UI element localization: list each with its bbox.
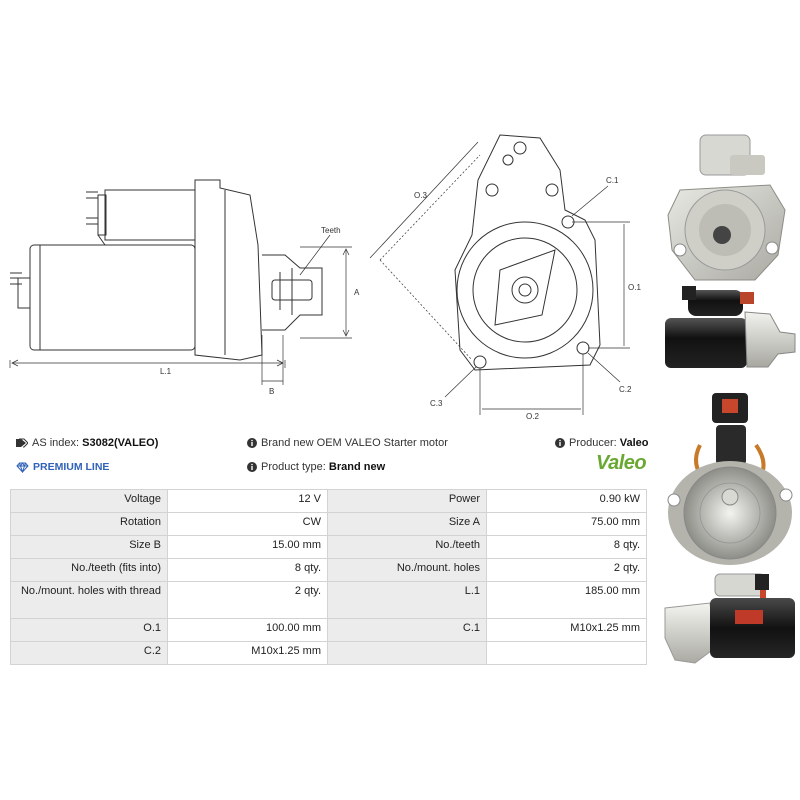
label-c3: C.3 — [430, 399, 443, 408]
premium-line-label: PREMIUM LINE — [33, 461, 110, 473]
info-icon — [555, 438, 565, 449]
premium-line: PREMIUM LINE — [16, 461, 109, 473]
label-o3: O.3 — [414, 191, 427, 200]
table-row: No./teeth (fits into)8 qty.No./mount. ho… — [10, 558, 647, 582]
description: Brand new OEM VALEO Starter motor — [247, 437, 448, 449]
spec-label: C.2 — [10, 641, 168, 665]
spec-label: Size B — [10, 535, 168, 559]
product-type-label: Product type: — [261, 461, 326, 473]
spec-label: No./mount. holes with thread — [10, 581, 168, 619]
producer-label: Producer: — [569, 437, 617, 449]
spec-value: 100.00 mm — [167, 618, 328, 642]
product-photo-rear — [667, 393, 793, 565]
info-icon — [247, 462, 257, 473]
spec-value: 2 qty. — [167, 581, 328, 619]
label-o1: O.1 — [628, 283, 641, 292]
front-view-drawing: O.3 C.1 O.1 C.2 C.3 O.2 — [369, 134, 641, 420]
spec-value: 0.90 kW — [486, 489, 647, 513]
product-type-value: Brand new — [328, 461, 386, 473]
tag-icon — [16, 438, 28, 448]
spec-label: O.1 — [10, 618, 168, 642]
spec-label: Voltage — [10, 489, 168, 513]
producer-value: Valeo — [619, 437, 649, 449]
valeo-logo: Valeo — [596, 452, 647, 474]
label-l1: L.1 — [160, 367, 172, 376]
label-teeth: Teeth — [321, 226, 341, 235]
spec-value: 12 V — [167, 489, 328, 513]
product-photo-side-2 — [664, 573, 795, 664]
info-icon — [247, 438, 257, 449]
spec-label — [327, 641, 487, 665]
spec-label: C.1 — [327, 618, 487, 642]
producer: Producer: Valeo — [555, 437, 649, 449]
spec-value: 185.00 mm — [486, 581, 647, 619]
spec-label: No./teeth — [327, 535, 487, 559]
spec-label: L.1 — [327, 581, 487, 619]
label-o2: O.2 — [526, 412, 539, 420]
side-view-drawing: Teeth A L.1 B — [9, 179, 360, 396]
spec-label: Rotation — [10, 512, 168, 536]
spec-value: 8 qty. — [167, 558, 328, 582]
as-index-value: S3082(VALEO) — [82, 437, 159, 449]
spec-value: 8 qty. — [486, 535, 647, 559]
spec-value: 15.00 mm — [167, 535, 328, 559]
spec-value — [486, 641, 647, 665]
product-type: Product type: Brand new — [247, 461, 385, 473]
label-a: A — [354, 288, 360, 297]
spec-value: 2 qty. — [486, 558, 647, 582]
spec-value: M10x1.25 mm — [167, 641, 328, 665]
product-photo-side — [665, 286, 796, 368]
label-b: B — [269, 387, 274, 396]
spec-value: 75.00 mm — [486, 512, 647, 536]
description-text: Brand new OEM VALEO Starter motor — [261, 437, 448, 449]
spec-label: No./teeth (fits into) — [10, 558, 168, 582]
as-index: AS index: S3082(VALEO) — [16, 437, 158, 449]
spec-label: Power — [327, 489, 487, 513]
spec-label: Size A — [327, 512, 487, 536]
diamond-icon — [16, 461, 29, 473]
product-photo-front-flange — [667, 134, 786, 281]
label-c1: C.1 — [606, 176, 619, 185]
as-index-label: AS index: — [32, 437, 80, 449]
label-c2: C.2 — [619, 385, 632, 394]
spec-label: No./mount. holes — [327, 558, 487, 582]
spec-value: CW — [167, 512, 328, 536]
spec-value: M10x1.25 mm — [486, 618, 647, 642]
